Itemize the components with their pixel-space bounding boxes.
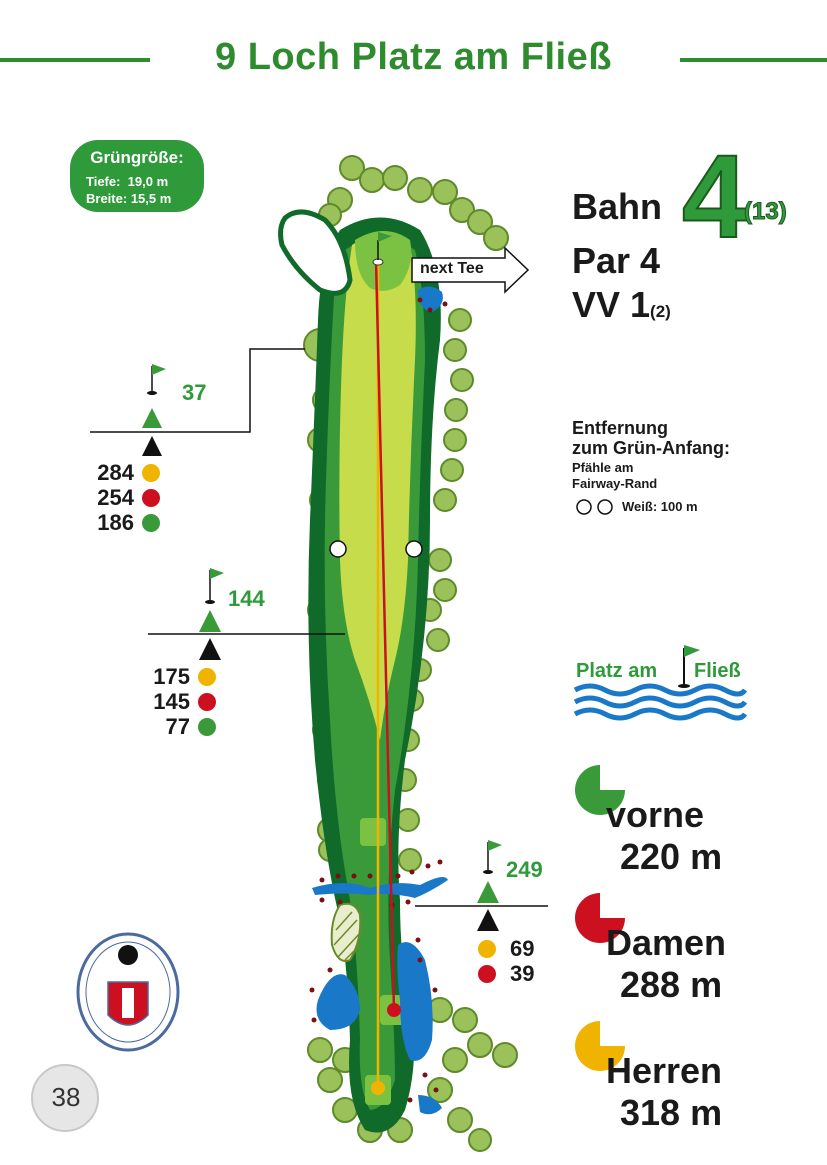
tee-ladies-name: Damen: [606, 922, 727, 963]
distance-post-left: [329, 540, 347, 558]
club-seal: [76, 932, 180, 1052]
distance-yellow: 69: [510, 936, 535, 961]
water-right: [397, 942, 433, 1061]
distance-info-line1: Entfernung: [572, 418, 668, 438]
hole-number: 4: [681, 131, 749, 263]
logo-text-right: Fließ: [694, 660, 741, 682]
tee-box-front: [360, 818, 386, 846]
distance-info-line2: zum Grün-Anfang:: [572, 438, 730, 458]
marker-1-red-row: 254: [92, 485, 160, 511]
tee-ladies-length: 288 m: [620, 964, 723, 1005]
boundary-stakes: [309, 297, 448, 1103]
marker-2-red-row: 145: [148, 689, 216, 715]
marker-1-symbols: [142, 364, 166, 456]
tee-icon-men: [575, 1021, 625, 1071]
tee-icon-front: [575, 765, 625, 815]
marker-2-flag-distance: 144: [228, 586, 265, 611]
distance-post-right: [405, 540, 423, 558]
red-dot: [478, 965, 496, 983]
tee-icon-ladies: [575, 893, 625, 943]
vv-label: VV 1(2): [572, 284, 671, 326]
green-width-label: Breite:: [86, 191, 128, 206]
green-dot: [198, 718, 216, 736]
page-title: 9 Loch Platz am Fließ: [215, 36, 612, 78]
marker-2-yellow-row: 175: [148, 664, 216, 690]
red-dot: [198, 693, 216, 711]
vv-value: VV 1: [572, 284, 651, 325]
legend-circle-1: [576, 499, 592, 515]
green-width-row: Breite: 15,5 m: [86, 191, 171, 206]
marker-1-yellow-row: 284: [92, 460, 160, 486]
distance-info-line4: Fairway-Rand: [572, 476, 658, 491]
tee-marker-red: [387, 1003, 401, 1017]
page-number-ball: [31, 1064, 99, 1132]
yellow-dot: [142, 464, 160, 482]
marker-3-red-row: 39: [478, 961, 534, 987]
green-depth-value: 19,0 m: [127, 174, 169, 189]
green-size-badge: Grüngröße: Tiefe: 19,0 m Breite: 15,5 m: [70, 140, 204, 212]
green-size-heading: Grüngröße:: [90, 148, 184, 167]
distance-yellow: 284: [97, 460, 134, 485]
tee-front-name: vorne: [606, 794, 705, 835]
tee-marker-yellow: [371, 1081, 385, 1095]
play-line-red: [374, 259, 396, 1011]
water-creek: [312, 876, 448, 898]
yellow-dot: [198, 668, 216, 686]
distance-yellow: 175: [153, 664, 190, 689]
water-left: [316, 974, 360, 1030]
logo-flag: [678, 645, 700, 688]
distance-green: 186: [97, 510, 134, 535]
logo-text-left: Platz am: [576, 660, 658, 682]
marker-2-symbols: [199, 568, 224, 660]
white-outline-area: [278, 209, 353, 296]
marker-1-flag-distance: 37: [182, 380, 207, 405]
marker-1-green-row: 186: [92, 510, 160, 536]
next-tee-label: next Tee: [420, 260, 484, 277]
distance-info-heading: Entfernung zum Grün-Anfang:: [572, 418, 730, 458]
logo-waves: [573, 683, 748, 721]
red-dot: [142, 489, 160, 507]
page-number: 38: [51, 1082, 81, 1112]
distance-red: 145: [153, 689, 190, 714]
tee-front-length: 220 m: [620, 836, 723, 877]
marker-3-yellow-row: 69: [478, 936, 534, 962]
green-width-value: 15,5 m: [130, 191, 172, 206]
green-depth-label: Tiefe:: [86, 174, 121, 189]
marker-2-green-row: 77: [148, 714, 216, 740]
tee-men-length: 318 m: [620, 1092, 723, 1133]
title-rule-left: [0, 58, 150, 62]
distance-info-line3: Pfähle am: [572, 460, 634, 475]
distance-red: 39: [510, 961, 535, 986]
legend-circle-2: [597, 499, 613, 515]
par-label: Par 4: [572, 240, 661, 281]
distance-green: 77: [165, 714, 190, 739]
green-dot: [142, 514, 160, 532]
yellow-dot: [478, 940, 496, 958]
next-tee-arrow: [411, 246, 530, 294]
distance-info-sub: Pfähle am Fairway-Rand: [572, 460, 657, 492]
water-bottom: [418, 1095, 442, 1115]
marker-3-flag-distance: 249: [506, 857, 543, 882]
water-top-right: [418, 286, 443, 312]
distance-red: 254: [97, 485, 134, 510]
marker-3-symbols: [477, 840, 502, 931]
vv-sub: (2): [650, 302, 671, 321]
leader-line-1: [90, 348, 305, 433]
green-depth-row: Tiefe: 19,0 m: [86, 174, 168, 189]
bahn-label: Bahn: [572, 186, 662, 227]
title-rule-right: [680, 58, 827, 62]
distance-marker-label: Weiß: 100 m: [622, 499, 698, 514]
tee-men-name: Herren: [606, 1050, 723, 1091]
hole-number-sub: (13): [744, 198, 788, 226]
